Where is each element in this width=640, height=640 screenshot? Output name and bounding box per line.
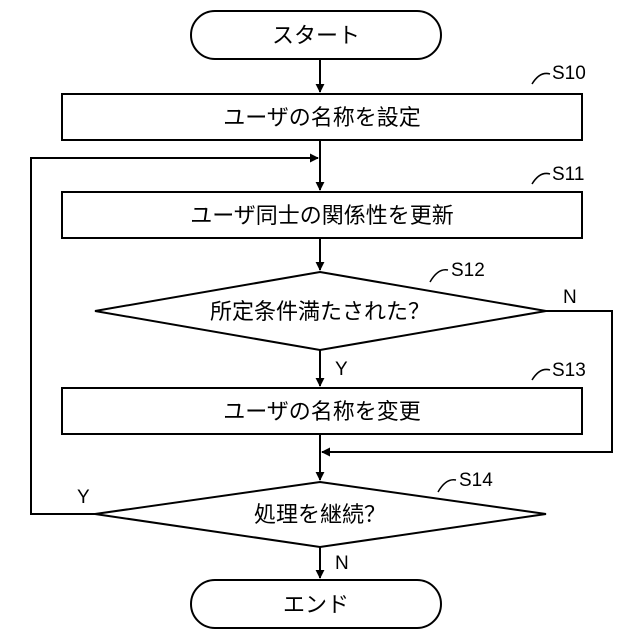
step-s13-leader — [532, 369, 550, 380]
step-s10-label: ユーザの名称を設定 — [223, 106, 421, 131]
step-s11-label: ユーザ同士の関係性を更新 — [190, 204, 454, 229]
start-label: スタート — [272, 24, 360, 49]
decision-s14-label: 処理を継続？ — [254, 503, 386, 528]
decision-s12-leader — [430, 270, 448, 282]
step-s11-id: S11 — [552, 164, 584, 185]
step-s13: ユーザの名称を変更 S13 — [62, 360, 586, 434]
end-label: エンド — [283, 593, 349, 618]
start-terminal: スタート — [191, 11, 441, 59]
branch-s14-yes: Y — [77, 487, 90, 508]
decision-s14-leader — [438, 480, 456, 492]
step-s11: ユーザ同士の関係性を更新 S11 — [62, 164, 584, 238]
decision-s14-id: S14 — [459, 470, 493, 491]
decision-s12-label: 所定条件満たされた？ — [210, 300, 430, 325]
step-s11-leader — [532, 173, 550, 184]
decision-s14: 処理を継続？ S14 — [95, 470, 546, 547]
branch-s12-yes: Y — [335, 359, 348, 380]
branch-s12-no: N — [563, 287, 577, 308]
step-s13-id: S13 — [552, 360, 586, 381]
step-s13-label: ユーザの名称を変更 — [223, 400, 421, 425]
step-s10-leader — [532, 73, 550, 84]
end-terminal: エンド — [191, 580, 441, 628]
branch-s14-no: N — [335, 553, 349, 574]
decision-s12: 所定条件満たされた？ S12 — [95, 260, 546, 350]
decision-s12-id: S12 — [451, 260, 485, 281]
step-s10: ユーザの名称を設定 S10 — [62, 63, 586, 140]
step-s10-id: S10 — [552, 63, 586, 84]
